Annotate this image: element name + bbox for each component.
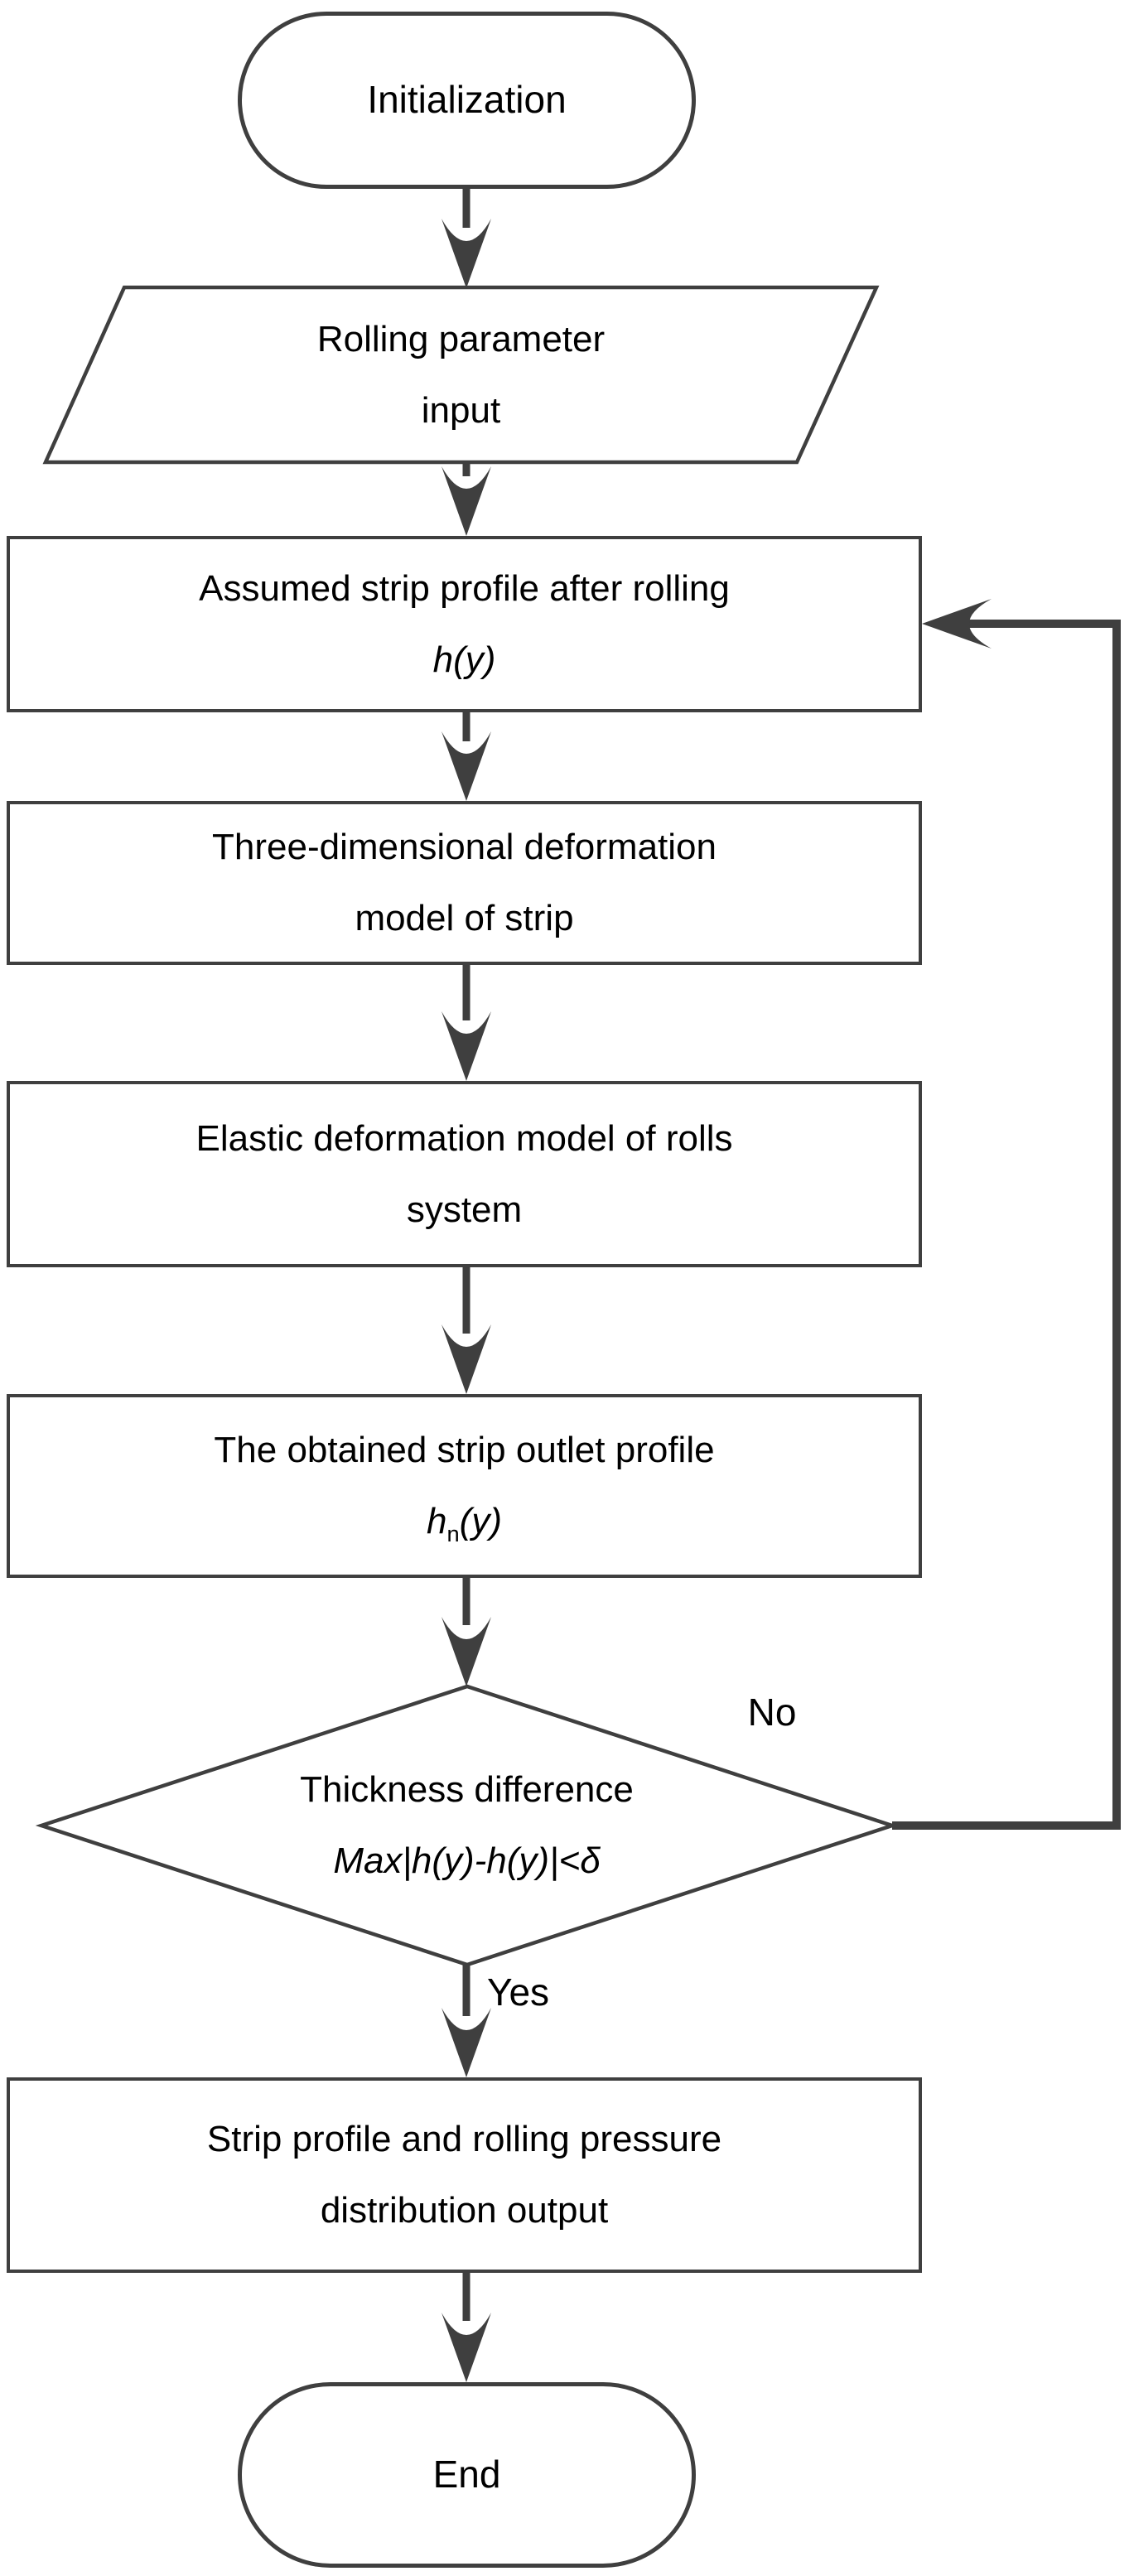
arrowhead-input-to-assumed-icon bbox=[442, 466, 491, 536]
node-elastic-model-line1: Elastic deformation model of rolls bbox=[195, 1117, 733, 1159]
node-end-label: End bbox=[432, 2453, 501, 2496]
node-elastic-model-line2: system bbox=[406, 1189, 523, 1230]
node-outlet-profile-formula: hn(y) bbox=[427, 1501, 502, 1546]
node-deformation-model-process: Three-dimensional deformation model of s… bbox=[7, 801, 922, 965]
edge-label-yes: Yes bbox=[487, 1971, 550, 2014]
node-output-process: Strip profile and rolling pressure distr… bbox=[7, 2077, 922, 2273]
node-input-parallelogram: Rolling parameter input bbox=[46, 287, 876, 462]
node-deformation-model-line1: Three-dimensional deformation bbox=[212, 827, 717, 868]
arrowhead-output-to-end-icon bbox=[442, 2313, 491, 2382]
arrowhead-assumed-to-deformation-icon bbox=[442, 731, 491, 801]
node-start-terminal: Initialization bbox=[238, 12, 696, 189]
node-decision-diamond: Thickness difference Max|h(y)-h(y)|<δ bbox=[41, 1686, 892, 1965]
node-assumed-profile-line1: Assumed strip profile after rolling bbox=[199, 567, 730, 609]
node-decision-line1: Thickness difference bbox=[300, 1769, 634, 1811]
node-input-line1: Rolling parameter bbox=[316, 318, 606, 359]
arrowhead-start-to-input-icon bbox=[442, 219, 491, 288]
node-outlet-profile-line1: The obtained strip outlet profile bbox=[214, 1430, 715, 1471]
node-start-label: Initialization bbox=[367, 78, 567, 122]
node-elastic-model-process: Elastic deformation model of rolls syste… bbox=[7, 1081, 922, 1267]
no-loop-line bbox=[892, 620, 1121, 1830]
edge-label-no: No bbox=[747, 1691, 797, 1734]
arrowhead-outlet-to-decision-icon bbox=[442, 1617, 491, 1686]
node-output-line2: distribution output bbox=[320, 2190, 609, 2231]
node-decision-condition: Max|h(y)-h(y)|<δ bbox=[333, 1840, 601, 1881]
no-loop-arrowhead-icon bbox=[922, 599, 992, 649]
node-assumed-profile-formula: h(y) bbox=[432, 639, 496, 680]
node-assumed-profile-process: Assumed strip profile after rolling h(y) bbox=[7, 536, 922, 712]
arrowhead-elastic-to-outlet-icon bbox=[442, 1324, 491, 1394]
arrowhead-deformation-to-elastic-icon bbox=[442, 1011, 491, 1081]
node-end-terminal: End bbox=[238, 2382, 696, 2568]
node-outlet-profile-process: The obtained strip outlet profile hn(y) bbox=[7, 1394, 922, 1578]
node-input-line2: input bbox=[421, 389, 501, 431]
node-deformation-model-line2: model of strip bbox=[355, 898, 574, 938]
arrowhead-decision-to-output-icon bbox=[442, 2008, 491, 2077]
input-parallelogram-outline bbox=[42, 285, 880, 465]
node-output-line1: Strip profile and rolling pressure bbox=[206, 2119, 722, 2160]
